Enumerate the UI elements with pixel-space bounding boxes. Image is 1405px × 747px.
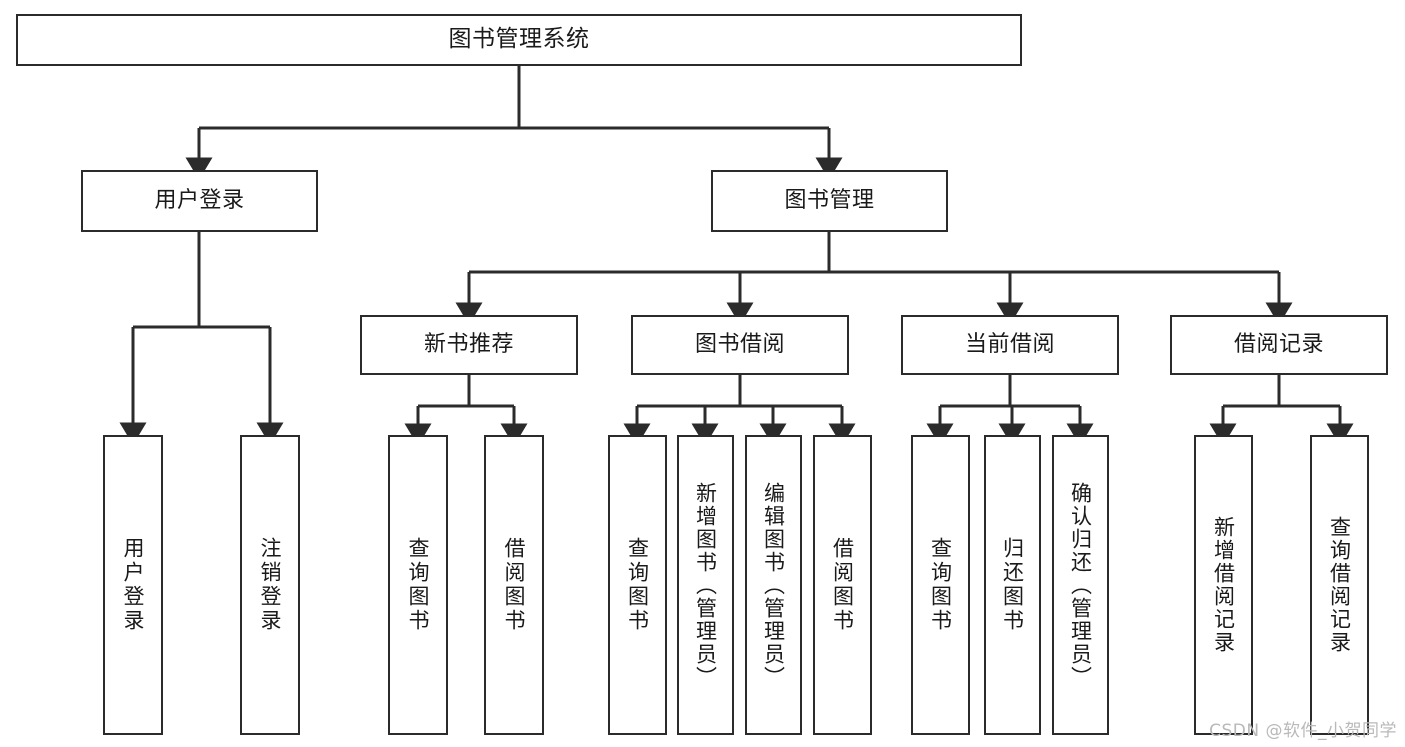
node-user-login-label: 用户登录 (154, 188, 245, 214)
node-leaf-query-book-1[interactable]: 查询图书 (388, 435, 448, 735)
node-new-book-recommend-label: 新书推荐 (423, 332, 514, 358)
node-leaf-confirm-return[interactable]: 确认归还（管理员） (1052, 435, 1109, 735)
node-current-borrow[interactable]: 当前借阅 (901, 315, 1119, 375)
node-book-manage[interactable]: 图书管理 (711, 170, 948, 232)
node-leaf-user-logout[interactable]: 注销登录 (240, 435, 300, 735)
node-leaf-user-login[interactable]: 用户登录 (103, 435, 163, 735)
node-leaf-query-book-3[interactable]: 查询图书 (911, 435, 970, 735)
node-leaf-borrow-book-1[interactable]: 借阅图书 (484, 435, 544, 735)
node-leaf-add-book-label: 新增图书（管理员） (693, 481, 718, 689)
node-book-manage-label: 图书管理 (784, 188, 875, 214)
node-book-borrow-label: 图书借阅 (694, 332, 785, 358)
node-borrow-record[interactable]: 借阅记录 (1170, 315, 1388, 375)
node-leaf-edit-book[interactable]: 编辑图书（管理员） (745, 435, 802, 735)
node-leaf-query-book-2-label: 查询图书 (625, 537, 650, 633)
node-leaf-query-record-label: 查询借阅记录 (1327, 516, 1352, 654)
node-root[interactable]: 图书管理系统 (16, 14, 1022, 66)
node-leaf-query-book-3-label: 查询图书 (928, 537, 953, 633)
node-leaf-return-book-label: 归还图书 (1000, 537, 1025, 633)
node-root-label: 图书管理系统 (448, 26, 590, 53)
node-leaf-borrow-book-1-label: 借阅图书 (502, 537, 527, 633)
node-leaf-query-book-2[interactable]: 查询图书 (608, 435, 667, 735)
node-leaf-user-login-label: 用户登录 (121, 537, 146, 633)
node-leaf-edit-book-label: 编辑图书（管理员） (761, 481, 786, 689)
node-book-borrow[interactable]: 图书借阅 (631, 315, 849, 375)
node-leaf-return-book[interactable]: 归还图书 (984, 435, 1041, 735)
node-leaf-borrow-book-2-label: 借阅图书 (830, 537, 855, 633)
node-new-book-recommend[interactable]: 新书推荐 (360, 315, 578, 375)
node-leaf-confirm-return-label: 确认归还（管理员） (1068, 481, 1093, 689)
node-current-borrow-label: 当前借阅 (964, 332, 1055, 358)
node-leaf-query-book-1-label: 查询图书 (406, 537, 431, 633)
node-leaf-user-logout-label: 注销登录 (258, 537, 283, 633)
node-leaf-borrow-book-2[interactable]: 借阅图书 (813, 435, 872, 735)
node-leaf-add-book[interactable]: 新增图书（管理员） (677, 435, 734, 735)
node-leaf-query-record[interactable]: 查询借阅记录 (1310, 435, 1369, 735)
node-leaf-add-record[interactable]: 新增借阅记录 (1194, 435, 1253, 735)
node-user-login[interactable]: 用户登录 (81, 170, 318, 232)
watermark: CSDN @软件_小贺同学 (1209, 721, 1397, 741)
node-borrow-record-label: 借阅记录 (1233, 332, 1324, 358)
node-leaf-add-record-label: 新增借阅记录 (1211, 516, 1236, 654)
